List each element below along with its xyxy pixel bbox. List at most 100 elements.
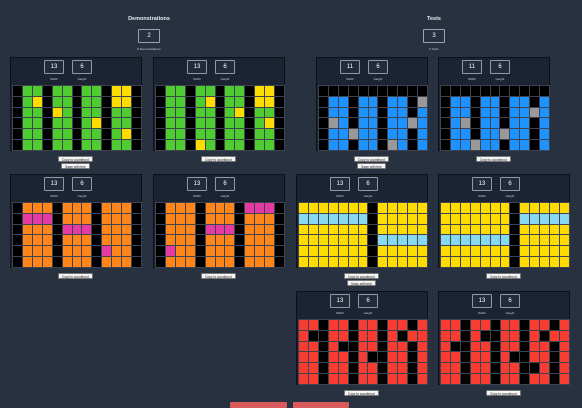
grid-cell[interactable]: [368, 330, 378, 341]
grid-cell[interactable]: [500, 341, 510, 352]
grid-cell[interactable]: [265, 107, 275, 118]
grid-cell[interactable]: [348, 96, 358, 107]
grid-cell[interactable]: [175, 129, 185, 140]
grid-cell[interactable]: [450, 352, 460, 363]
grid-cell[interactable]: [42, 213, 52, 224]
grid-cell[interactable]: [82, 118, 92, 129]
grid-cell[interactable]: [215, 140, 225, 150]
grid-cell[interactable]: [358, 129, 368, 140]
grid-cell[interactable]: [338, 213, 348, 224]
grid-cell[interactable]: [235, 86, 245, 96]
grid-cell[interactable]: [308, 235, 318, 246]
grid-cell[interactable]: [165, 107, 175, 118]
grid-cell[interactable]: [480, 352, 490, 363]
grid-cell[interactable]: [480, 140, 490, 150]
grid-cell[interactable]: [388, 341, 398, 352]
grid-cell[interactable]: [215, 129, 225, 140]
grid-cell[interactable]: [338, 330, 348, 341]
grid-cell[interactable]: [470, 374, 480, 384]
grid-cell[interactable]: [348, 320, 358, 330]
grid-cell[interactable]: [185, 203, 195, 213]
grid-cell[interactable]: [255, 235, 265, 246]
grid-cell[interactable]: [460, 363, 470, 374]
grid-cell[interactable]: [32, 129, 42, 140]
grid-cell[interactable]: [510, 235, 520, 246]
grid-cell[interactable]: [520, 118, 530, 129]
test-3-output-width-input[interactable]: 13: [472, 294, 492, 308]
test-3-input-width-input[interactable]: 13: [330, 294, 350, 308]
grid-cell[interactable]: [560, 257, 569, 267]
demo-1-output-width-input[interactable]: 13: [187, 60, 207, 74]
grid-cell[interactable]: [318, 246, 328, 257]
grid-cell[interactable]: [560, 246, 569, 257]
grid-cell[interactable]: [132, 118, 141, 129]
grid-cell[interactable]: [368, 235, 378, 246]
grid-cell[interactable]: [520, 203, 530, 213]
grid-cell[interactable]: [490, 140, 500, 150]
grid-cell[interactable]: [418, 96, 427, 107]
grid-cell[interactable]: [460, 213, 470, 224]
grid-cell[interactable]: [408, 352, 418, 363]
grid-cell[interactable]: [265, 257, 275, 267]
grid-cell[interactable]: [156, 107, 165, 118]
grid-cell[interactable]: [102, 235, 112, 246]
grid-cell[interactable]: [318, 257, 328, 267]
grid-cell[interactable]: [480, 330, 490, 341]
grid-cell[interactable]: [205, 140, 215, 150]
grid-cell[interactable]: [102, 213, 112, 224]
grid-cell[interactable]: [72, 129, 82, 140]
grid-cell[interactable]: [225, 224, 235, 235]
grid-cell[interactable]: [418, 203, 427, 213]
grid-cell[interactable]: [42, 235, 52, 246]
grid-cell[interactable]: [165, 140, 175, 150]
grid-cell[interactable]: [319, 118, 328, 129]
grid-cell[interactable]: [62, 246, 72, 257]
grid-cell[interactable]: [13, 224, 22, 235]
grid-cell[interactable]: [319, 96, 328, 107]
grid-cell[interactable]: [408, 107, 418, 118]
grid-cell[interactable]: [275, 118, 284, 129]
grid-cell[interactable]: [205, 235, 215, 246]
grid-cell[interactable]: [348, 246, 358, 257]
grid-cell[interactable]: [52, 107, 62, 118]
grid-cell[interactable]: [550, 224, 560, 235]
grid-cell[interactable]: [215, 224, 225, 235]
grid-cell[interactable]: [520, 320, 530, 330]
grid-cell[interactable]: [275, 203, 284, 213]
demo-2-input-copy-button[interactable]: Copy to countinput: [58, 273, 93, 279]
grid-cell[interactable]: [470, 257, 480, 267]
grid-cell[interactable]: [245, 118, 255, 129]
grid-cell[interactable]: [225, 129, 235, 140]
grid-cell[interactable]: [398, 246, 408, 257]
grid-cell[interactable]: [175, 213, 185, 224]
grid-cell[interactable]: [510, 257, 520, 267]
grid-cell[interactable]: [368, 320, 378, 330]
grid-cell[interactable]: [72, 224, 82, 235]
grid-cell[interactable]: [460, 330, 470, 341]
grid-cell[interactable]: [388, 224, 398, 235]
grid-cell[interactable]: [398, 363, 408, 374]
grid-cell[interactable]: [540, 363, 550, 374]
grid-cell[interactable]: [338, 235, 348, 246]
grid-cell[interactable]: [450, 140, 460, 150]
grid-cell[interactable]: [530, 140, 540, 150]
grid-cell[interactable]: [13, 107, 22, 118]
grid-cell[interactable]: [195, 257, 205, 267]
grid-cell[interactable]: [450, 257, 460, 267]
grid-cell[interactable]: [540, 352, 550, 363]
grid-cell[interactable]: [92, 107, 102, 118]
grid-cell[interactable]: [215, 213, 225, 224]
grid-cell[interactable]: [441, 330, 450, 341]
grid-cell[interactable]: [265, 118, 275, 129]
grid-cell[interactable]: [540, 118, 549, 129]
grid-cell[interactable]: [358, 352, 368, 363]
grid-cell[interactable]: [418, 213, 427, 224]
grid-cell[interactable]: [480, 107, 490, 118]
grid-cell[interactable]: [338, 129, 348, 140]
grid-cell[interactable]: [398, 86, 408, 96]
grid-cell[interactable]: [480, 235, 490, 246]
grid-cell[interactable]: [368, 118, 378, 129]
grid-cell[interactable]: [490, 363, 500, 374]
grid-cell[interactable]: [82, 86, 92, 96]
bottom-action-button-left[interactable]: [230, 402, 287, 408]
